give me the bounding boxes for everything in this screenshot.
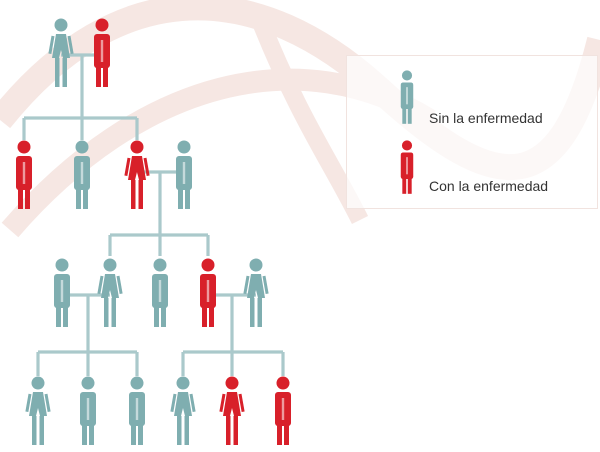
person-healthy-male xyxy=(74,140,90,209)
person-healthy-male xyxy=(129,376,145,445)
people-figures xyxy=(16,18,291,445)
person-healthy-male xyxy=(80,376,96,445)
person-healthy-male xyxy=(176,140,192,209)
person-healthy-male xyxy=(152,258,168,327)
person-healthy-female xyxy=(170,376,196,445)
person-affected-male xyxy=(275,376,291,445)
person-affected-male xyxy=(94,18,110,87)
person-affected-female xyxy=(124,140,150,209)
person-healthy-female xyxy=(243,258,269,327)
family-connectors xyxy=(22,53,285,376)
legend-label-affected: Con la enfermedad xyxy=(429,178,549,194)
affected-person-icon xyxy=(400,140,414,194)
person-healthy-female xyxy=(25,376,51,445)
person-affected-male xyxy=(16,140,32,209)
legend: Sin la enfermedad Con la enfermedad xyxy=(346,55,598,209)
person-affected-female xyxy=(219,376,245,445)
person-healthy-male xyxy=(54,258,70,327)
person-healthy-female xyxy=(48,18,74,87)
legend-label-healthy: Sin la enfermedad xyxy=(429,110,543,126)
person-healthy-female xyxy=(97,258,123,327)
person-affected-male xyxy=(200,258,216,327)
healthy-person-icon xyxy=(400,70,414,124)
